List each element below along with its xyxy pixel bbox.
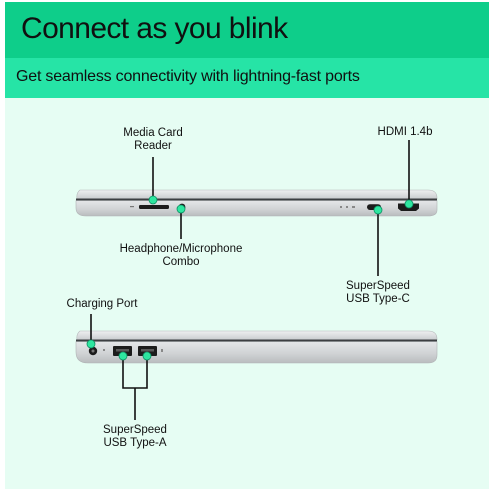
- headphone-microphone-label: Headphone/Microphone Combo: [119, 243, 243, 268]
- header-banner: Connect as you blink: [5, 2, 489, 58]
- port-marker-dot-icon: [148, 195, 158, 205]
- media-card-reader-label: Media Card Reader: [123, 127, 183, 152]
- port-marker-dot-icon: [176, 204, 186, 214]
- port-marker-dot-icon: [142, 351, 152, 361]
- usb-type-c-label: SuperSpeed USB Type-C: [346, 280, 410, 305]
- charging-port-label: Charging Port: [66, 298, 138, 310]
- port-marker-dot-icon: [118, 351, 128, 361]
- usb-type-a-label: SuperSpeed USB Type-A: [103, 424, 167, 449]
- port-marker-dot-icon: [373, 205, 383, 215]
- port-marker-dot-icon: [86, 339, 96, 349]
- subtitle-banner: Get seamless connectivity with lightning…: [5, 58, 489, 98]
- page-title: Connect as you blink: [21, 12, 288, 45]
- laptop-right-side-icon: [75, 330, 438, 364]
- laptop-left-side-icon: [75, 189, 438, 217]
- port-marker-dot-icon: [404, 199, 414, 209]
- page-subtitle: Get seamless connectivity with lightning…: [16, 68, 360, 85]
- hdmi-label: HDMI 1.4b: [377, 126, 433, 138]
